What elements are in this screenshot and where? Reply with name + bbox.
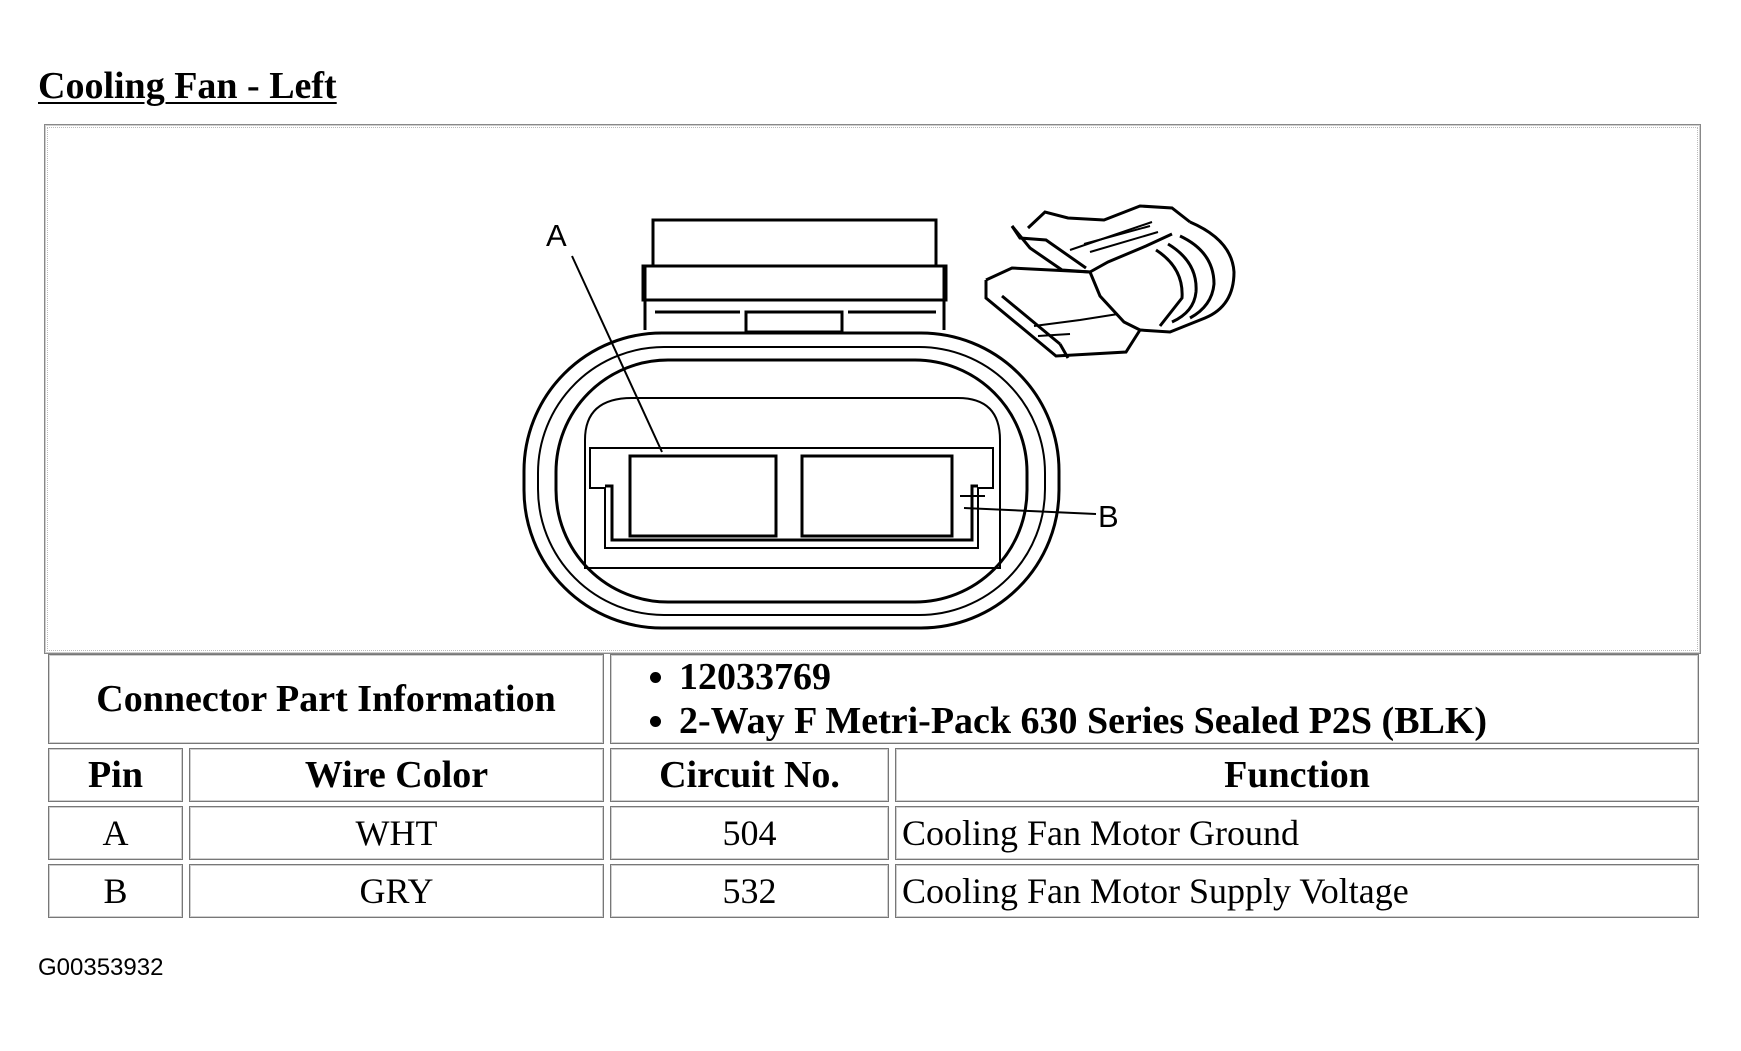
table-row: B GRY 532 Cooling Fan Motor Supply Volta… — [48, 864, 1700, 918]
callout-leaders — [571, 255, 1097, 515]
connector-part-number: 12033769 — [679, 655, 1692, 699]
function-cell: Cooling Fan Motor Ground — [895, 806, 1700, 860]
connector-info-list: 12033769 2-Way F Metri-Pack 630 Series S… — [617, 655, 1692, 743]
figure-id: G00353932 — [38, 954, 164, 981]
connector-info-label: Connector Part Information — [48, 654, 605, 744]
callout-label-a: A — [546, 218, 567, 253]
wire-color-cell: GRY — [189, 864, 605, 918]
terminal-a — [628, 454, 778, 538]
table-header-row: Pin Wire Color Circuit No. Function — [48, 748, 1700, 802]
pin-cell: B — [48, 864, 183, 918]
connector-description: 2-Way F Metri-Pack 630 Series Sealed P2S… — [679, 699, 1692, 743]
header-circuit-no: Circuit No. — [610, 748, 890, 802]
mating-connector-sketch — [984, 204, 1236, 359]
callout-label-b: B — [1098, 499, 1119, 534]
circuit-no-cell: 504 — [610, 806, 890, 860]
connector-diagram-frame — [44, 124, 1701, 654]
header-wire-color: Wire Color — [189, 748, 605, 802]
terminal-b — [800, 454, 954, 538]
pin-cell: A — [48, 806, 183, 860]
connector-table: Connector Part Information 12033769 2-Wa… — [42, 650, 1705, 922]
connector-info-values: 12033769 2-Way F Metri-Pack 630 Series S… — [610, 654, 1700, 744]
connector-cavity — [589, 447, 994, 549]
header-pin: Pin — [48, 748, 183, 802]
function-cell: Cooling Fan Motor Supply Voltage — [895, 864, 1700, 918]
connector-info-row: Connector Part Information 12033769 2-Wa… — [48, 654, 1700, 744]
page-title: Cooling Fan - Left — [38, 65, 337, 107]
circuit-no-cell: 532 — [610, 864, 890, 918]
header-function: Function — [895, 748, 1700, 802]
connector-latch — [641, 218, 948, 334]
connector-housing — [522, 331, 1061, 630]
wire-color-cell: WHT — [189, 806, 605, 860]
connector-diagram: A B — [522, 204, 1236, 630]
table-row: A WHT 504 Cooling Fan Motor Ground — [48, 806, 1700, 860]
